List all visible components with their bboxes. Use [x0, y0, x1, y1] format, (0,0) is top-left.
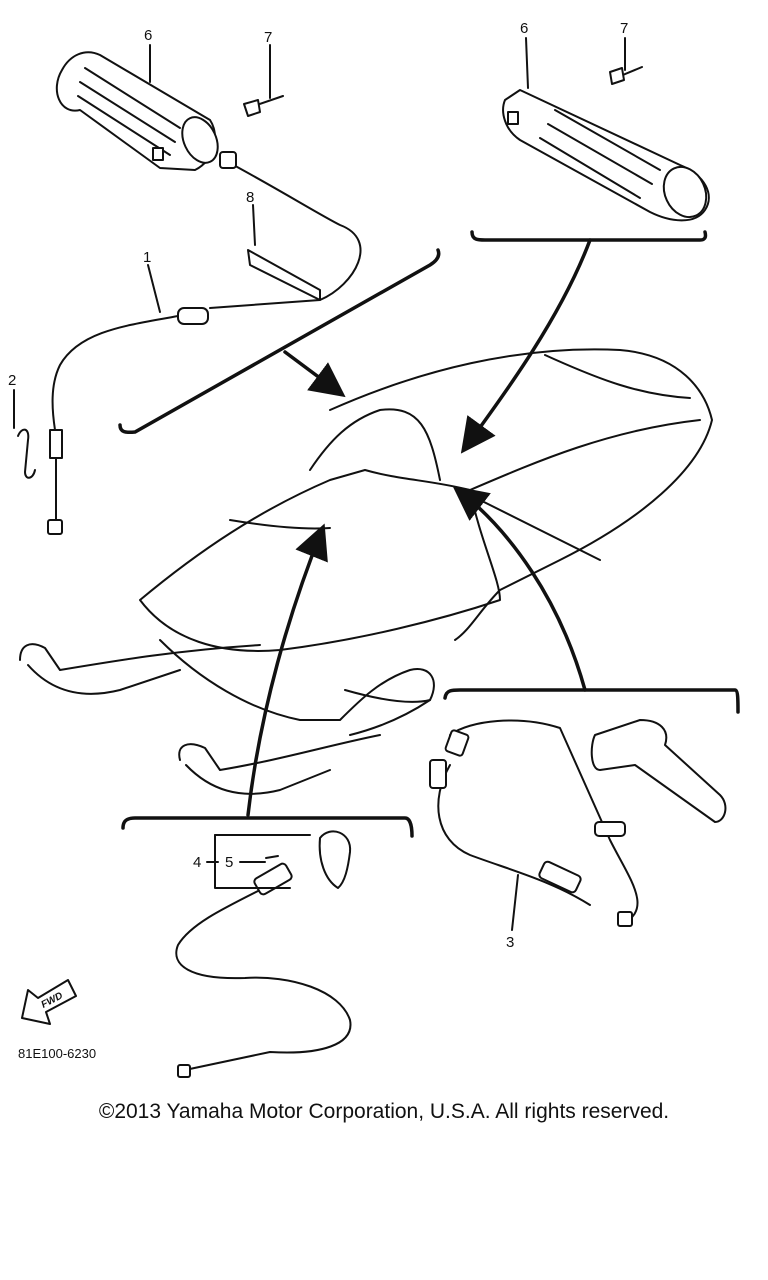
- throttle-cable: [17, 151, 362, 535]
- parts-diagram: FWD 6 7 6 7 8 1 2 3 4 5 81E100-6230: [8, 20, 740, 1078]
- callout-1: 1: [143, 249, 151, 266]
- callout-2: 2: [8, 372, 16, 389]
- callout-3: 3: [506, 934, 514, 951]
- right-grip: [502, 89, 710, 222]
- fwd-arrow-icon: FWD: [21, 979, 77, 1025]
- callout-6-right: 6: [520, 20, 528, 37]
- brake-cable: [429, 719, 727, 927]
- callout-7-right: 7: [620, 20, 628, 37]
- callout-brackets: [118, 230, 740, 838]
- callout-8: 8: [246, 189, 254, 206]
- callout-numbers: 6 7 6 7 8 1 2 3 4 5: [8, 20, 628, 951]
- leader-lines: [13, 37, 626, 931]
- callout-5: 5: [225, 854, 233, 871]
- left-grip: [55, 51, 219, 171]
- snowmobile-body: [19, 348, 713, 795]
- pointer-arrows: [246, 238, 592, 817]
- choke-cable: [175, 830, 352, 1078]
- diagram-code: 81E100-6230: [18, 1046, 96, 1061]
- callout-6-left: 6: [144, 27, 152, 44]
- right-grip-screw: [609, 66, 643, 85]
- callout-7-left: 7: [264, 29, 272, 46]
- left-grip-screw: [243, 95, 284, 117]
- copyright-notice: ©2013 Yamaha Motor Corporation, U.S.A. A…: [98, 1100, 670, 1123]
- callout-4: 4: [193, 854, 201, 871]
